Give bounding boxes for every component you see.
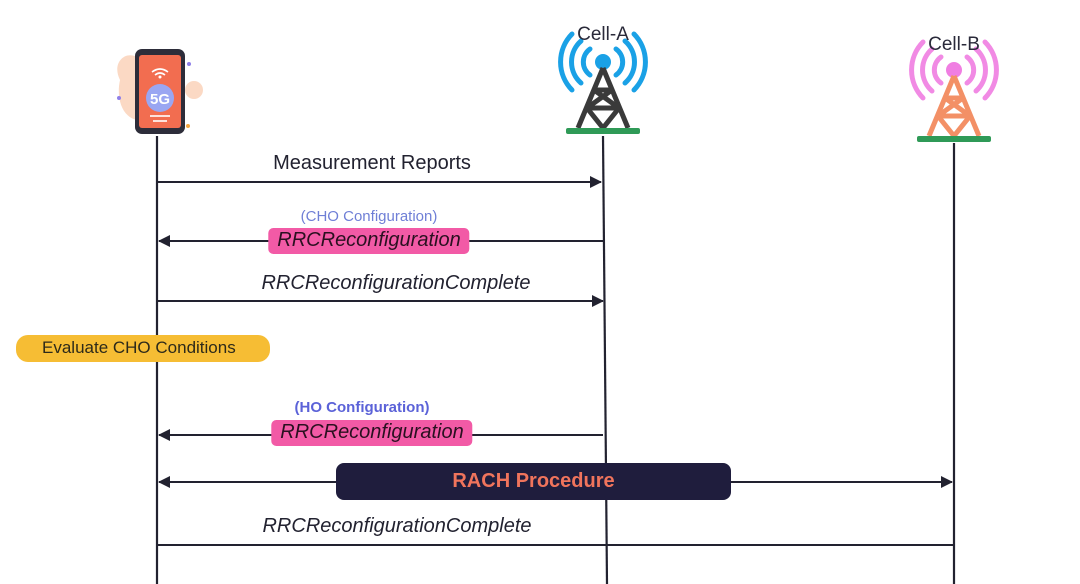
rach-procedure-box: RACH Procedure <box>336 463 731 500</box>
ho-configuration-note: (HO Configuration) <box>294 399 430 416</box>
measurement-reports-label: Measurement Reports <box>273 152 471 174</box>
cell-a-label: Cell-A <box>577 24 629 45</box>
rrc-reconfiguration-2-pill: RRCReconfiguration <box>271 420 473 446</box>
cell-b-tower-icon <box>909 39 999 142</box>
lifeline-cell-a <box>601 135 609 584</box>
cell-b-label: Cell-B <box>928 34 980 55</box>
smartphone-5g-icon <box>117 49 203 134</box>
rrc-reconfiguration-1-pill: RRCReconfiguration <box>268 228 470 254</box>
phone-5g-label: 5G <box>150 91 170 108</box>
cell-a-tower-icon <box>558 31 648 134</box>
rrc-reconfiguration-complete-2-label: RRCReconfigurationComplete <box>262 515 532 537</box>
rrc-reconfiguration-complete-1-label: RRCReconfigurationComplete <box>261 272 531 294</box>
evaluate-cho-conditions-badge: Evaluate CHO Conditions <box>16 335 270 362</box>
cho-configuration-note: (CHO Configuration) <box>300 208 438 225</box>
